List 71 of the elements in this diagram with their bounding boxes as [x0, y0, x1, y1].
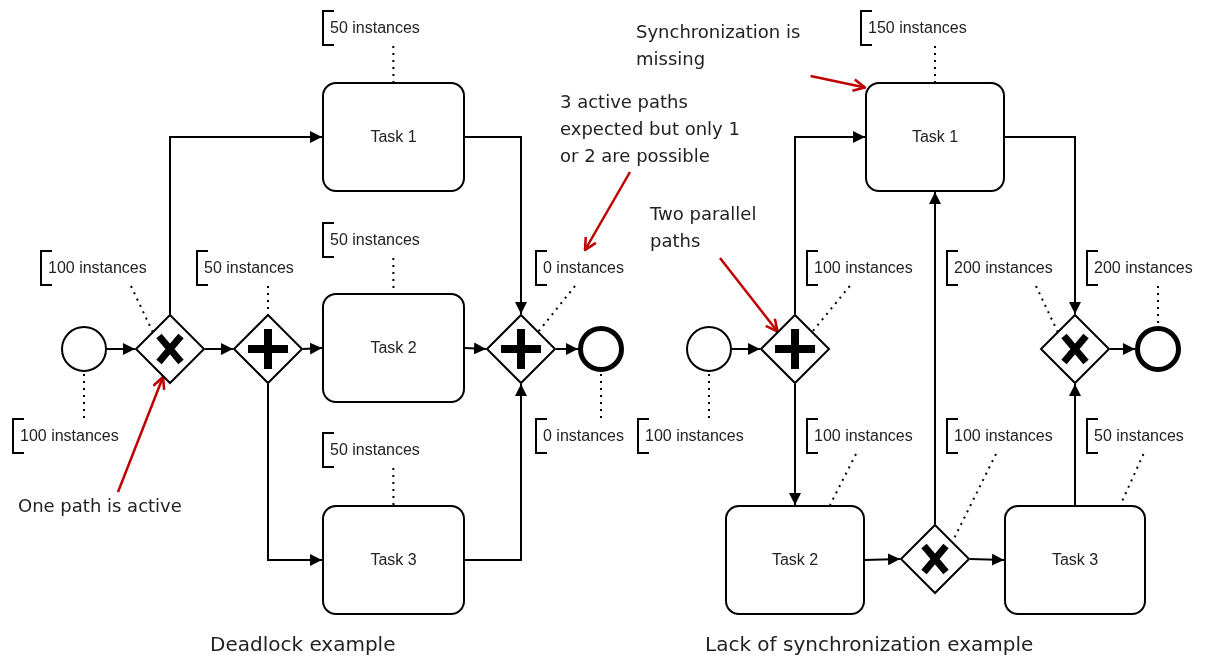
sequence-arrow [267, 383, 323, 566]
annotation-text: 50 instances [330, 441, 420, 459]
sequence-arrow [464, 342, 487, 355]
task-label: Task 2 [370, 339, 417, 357]
dotted-association-line [130, 285, 154, 333]
sequence-arrow [1004, 136, 1081, 315]
sequence-arrow [789, 383, 801, 506]
diagram-caption: Lack of synchronization example [705, 632, 1034, 656]
dotted-association-line [537, 285, 576, 333]
callout-arrow [810, 74, 867, 93]
sequence-arrow [731, 343, 761, 355]
annotation-text: 150 instances [868, 19, 967, 37]
annotation-text: 100 instances [954, 427, 1053, 445]
task-label: Task 1 [911, 128, 959, 146]
sequence-arrow [464, 136, 527, 315]
dotted-association-line [708, 371, 710, 419]
task-box [865, 82, 1005, 192]
dotted-association-line [829, 453, 857, 506]
annotation-text: 100 instances [48, 259, 147, 277]
dotted-association-line [392, 467, 395, 506]
annotation-text: 100 instances [645, 427, 744, 445]
task-label: Task 2 [771, 551, 819, 569]
sequence-arrow [106, 343, 136, 355]
annotation-text: 0 instances [543, 259, 624, 277]
dotted-association-line [811, 285, 851, 333]
sequence-arrow [302, 342, 323, 355]
annotation-text: 50 instances [204, 259, 294, 277]
annotation-text: 100 instances [814, 427, 913, 445]
callout-arrow [719, 257, 779, 333]
annotation-text: 50 instances [1094, 427, 1184, 445]
task-box [322, 82, 465, 192]
callout-text: One path is active [18, 492, 218, 522]
start-event-circle [61, 326, 107, 372]
annotation-text: 100 instances [20, 427, 119, 445]
task-box [322, 505, 465, 615]
end-event-circle [1135, 326, 1181, 372]
callout-text: Two parallel paths [650, 200, 790, 258]
annotation-text: 0 instances [543, 427, 624, 445]
annotation-text: 50 instances [330, 231, 420, 249]
sequence-arrow [464, 383, 527, 561]
diagram-caption: Deadlock example [210, 632, 396, 656]
task-box [322, 293, 465, 403]
sequence-arrow [1109, 343, 1136, 355]
sequence-arrow [929, 191, 941, 525]
dotted-association-line [600, 371, 602, 419]
sequence-arrow [204, 343, 234, 355]
dotted-association-line [934, 45, 936, 83]
dotted-association-line [1035, 285, 1059, 333]
callout-text: Synchronization is missing [636, 18, 816, 76]
annotation-text: 100 instances [814, 259, 913, 277]
sequence-arrow [1069, 383, 1081, 506]
task-label: Task 1 [370, 128, 417, 146]
task-label: Task 3 [1051, 551, 1099, 569]
sequence-arrow [969, 553, 1005, 566]
task-label: Task 3 [370, 551, 417, 569]
start-event-circle [686, 326, 732, 372]
dotted-association-line [392, 45, 395, 83]
task-box [725, 505, 865, 615]
callout-arrow [583, 171, 632, 252]
sequence-arrow [794, 131, 866, 315]
sequence-arrow [555, 343, 579, 355]
sequence-arrow [864, 553, 901, 566]
callout-text: 3 active paths expected but only 1 or 2 are possible [560, 88, 760, 172]
callout-arrow [116, 375, 166, 493]
end-event-circle [578, 326, 624, 372]
annotation-text: 50 instances [330, 19, 420, 37]
task-box [1004, 505, 1146, 615]
annotation-text: 200 instances [1094, 259, 1193, 277]
sequence-arrow [169, 131, 323, 315]
annotation-text: 200 instances [954, 259, 1053, 277]
dotted-association-line [83, 371, 85, 419]
